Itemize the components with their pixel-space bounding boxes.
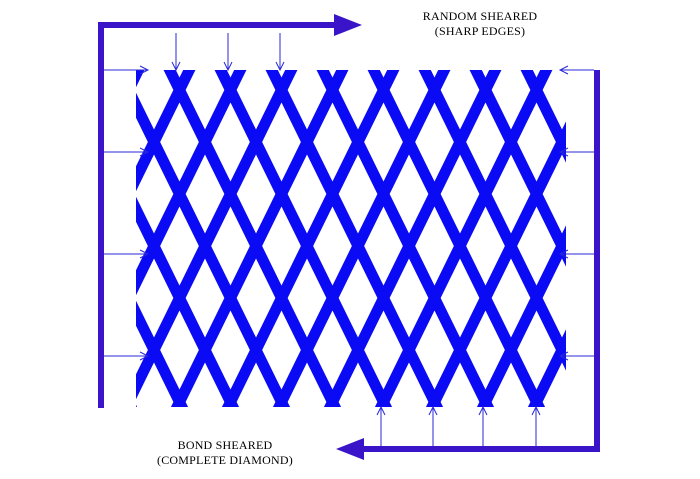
random-sheared-title: RANDOM SHEARED [422,9,538,23]
right-cut-arrow-head [558,351,569,361]
bottom-cut-arrow-head [531,405,541,416]
top-cut-arrow-head [275,61,285,72]
random-sheared-label: RANDOM SHEARED (SHARP EDGES) [400,9,560,39]
bond-sheared-label: BOND SHEARED (COMPLETE DIAMOND) [150,438,300,468]
bond-sheared-subtitle: (COMPLETE DIAMOND) [157,453,293,467]
bottom-cut-arrow-head [376,405,386,416]
mesh-strand [374,70,553,407]
mesh-strand [136,196,240,407]
mesh-strand [425,121,566,407]
mesh-strand [136,300,189,407]
top-arrowhead [334,14,362,36]
bottom-cut-arrow-head [428,405,438,416]
right-cut-arrow-head [558,65,569,75]
mesh-strand [136,70,247,296]
mesh-strand [136,92,291,407]
cut-arrows [104,33,594,446]
bottom-arrowhead [336,438,364,460]
bottom-frame-arrow [362,70,600,452]
mesh-strand [527,329,566,407]
right-cut-arrow-head [558,147,569,157]
mesh-strand [170,70,349,407]
top-cut-arrow-head [223,61,233,72]
mesh-strand [323,70,502,407]
bottom-cut-arrow-head [478,405,488,416]
left-cut-arrow-head [139,249,150,259]
mesh-strand [272,70,451,407]
random-sheared-subtitle: (SHARP EDGES) [434,24,526,38]
top-frame-arrow [98,22,336,408]
left-cut-arrow-head [139,147,150,157]
left-cut-arrow-head [139,65,150,75]
top-cut-arrow-head [171,61,181,72]
shear-direction-frame [98,14,600,460]
bond-sheared-title: BOND SHEARED [177,438,273,452]
mesh-strand [476,225,566,407]
mesh-strand [136,70,298,400]
mesh-strand [221,70,400,407]
mesh-strand [136,70,196,192]
right-cut-arrow-head [558,249,569,259]
left-cut-arrow-head [139,351,150,361]
